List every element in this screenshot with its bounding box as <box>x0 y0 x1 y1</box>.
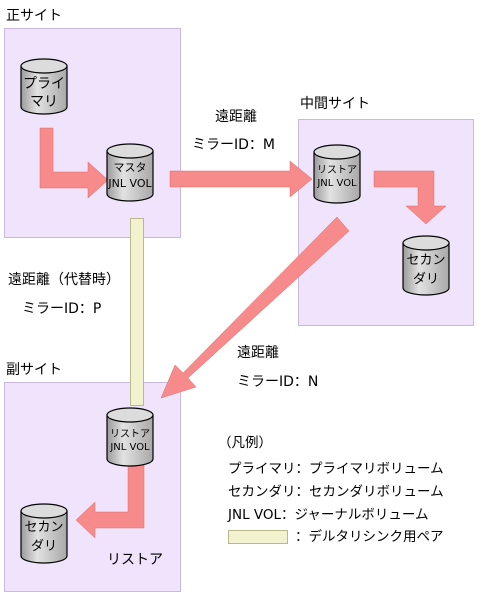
arrow-restore-to-secondary-mid <box>373 170 447 225</box>
primary-site-title: 正サイト <box>6 8 62 24</box>
arrow-restore-sub-to-secondary-sub <box>75 457 145 539</box>
secondary-mid-volume-label: セカン ダリ <box>406 253 446 287</box>
master-jnl-label: マスタ JNL VOL <box>108 161 152 190</box>
legend-title: （凡例） <box>218 435 272 451</box>
legend-item-jnl-vol: JNL VOL：ジャーナルボリューム <box>228 507 429 523</box>
link-p-distance-label: 遠距離（代替時） <box>8 272 120 288</box>
link-m-mirror-label: ミラーID：M <box>192 137 275 153</box>
cylinder-primary <box>20 58 68 115</box>
restore-mid-jnl-label: リストア JNL VOL <box>317 165 357 189</box>
link-m-distance-label: 遠距離 <box>215 109 257 125</box>
link-n-distance-label: 遠距離 <box>237 345 279 361</box>
secondary-sub-volume-label: セカン ダリ <box>24 520 64 554</box>
arrow-restore-mid-to-restore-sub <box>160 216 350 399</box>
cylinder-master <box>106 143 154 202</box>
primary-volume-label: プライ マリ <box>23 76 65 110</box>
intermediate-site-title: 中間サイト <box>300 96 370 112</box>
cylinder-secondary-mid <box>402 235 450 296</box>
cylinder-secondary-sub <box>20 503 68 564</box>
cylinder-restore-sub <box>106 407 154 467</box>
secondary-site-title: 副サイト <box>6 362 62 378</box>
link-n-mirror-label: ミラーID：N <box>237 374 319 390</box>
arrow-primary-to-master <box>39 127 109 199</box>
restore-sub-jnl-label: リストア JNL VOL <box>110 429 150 453</box>
cylinder-restore-mid <box>313 144 361 204</box>
restore-arrow-label: リストア <box>107 552 163 568</box>
legend-delta-swatch <box>228 530 288 544</box>
link-p-mirror-label: ミラーID：P <box>22 301 102 317</box>
legend-item-delta-pair: ：デルタリシンク用ペア <box>295 529 444 545</box>
delta-resync-pair-bar <box>130 218 144 406</box>
legend-item-primary: プライマリ：プライマリボリューム <box>228 461 444 477</box>
arrow-master-to-restore-mid <box>169 160 313 198</box>
legend-item-secondary: セカンダリ：セカンダリボリューム <box>228 484 444 500</box>
